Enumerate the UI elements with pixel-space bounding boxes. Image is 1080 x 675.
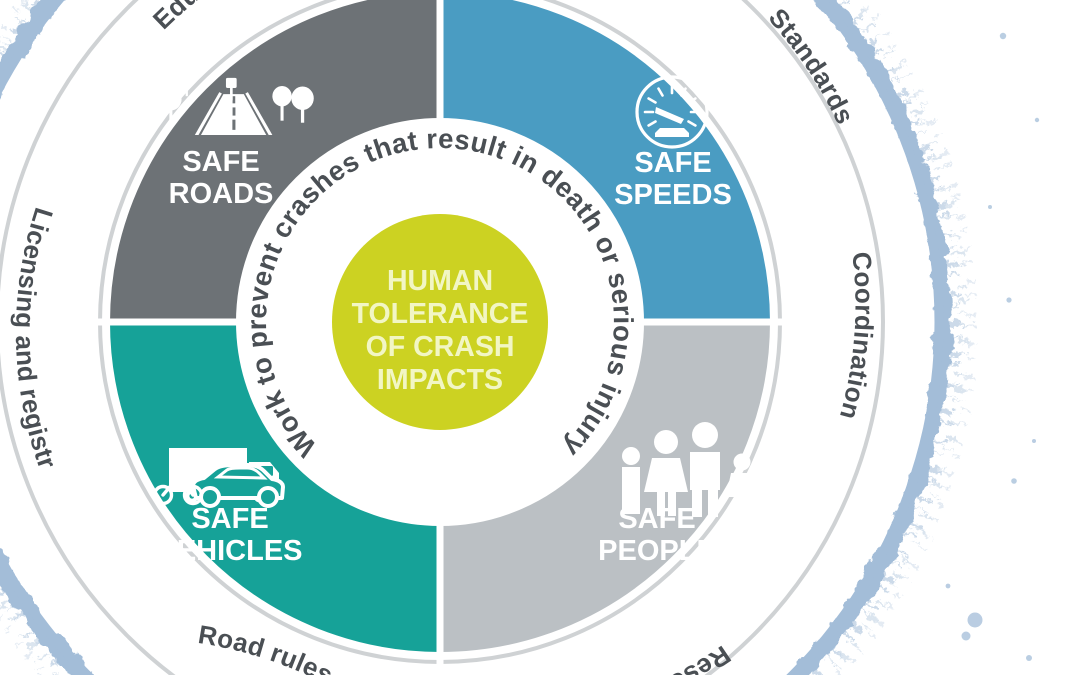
pillar-label-safe-people: SAFE PEOPLE (598, 503, 716, 567)
pillar-safe-people[interactable]: SAFE PEOPLE (598, 422, 758, 567)
safe-people-line-2: PEOPLE (598, 535, 716, 567)
pillar-label-safe-vehicles: SAFE VEHICLES (157, 503, 302, 567)
safe-people-line-1: SAFE (618, 503, 695, 535)
safe-vehicles-line-2: VEHICLES (157, 535, 302, 567)
pillar-label-safe-speeds: SAFE SPEEDS (614, 147, 732, 211)
safe-vehicles-line-1: SAFE (191, 503, 268, 535)
safe-speeds-line-1: SAFE (634, 147, 711, 179)
safe-roads-line-1: SAFE (182, 146, 259, 178)
speedometer-icon (635, 75, 709, 149)
brush-arc (0, 0, 1040, 675)
pillar-label-safe-roads: SAFE ROADS (169, 146, 274, 210)
thin-guide-ring-outer (0, 0, 885, 675)
center-circle[interactable] (332, 214, 548, 430)
vehicles-icon (152, 448, 285, 508)
pillar-safe-speeds[interactable]: SAFE SPEEDS (614, 75, 732, 211)
center-line-4: IMPACTS (377, 364, 503, 396)
center-line-1: HUMAN (387, 265, 493, 297)
center-line-2: TOLERANCE (352, 298, 529, 330)
brush-speckles (945, 32, 1040, 661)
road-icon (160, 73, 314, 135)
center-line-3: OF CRASH (366, 331, 515, 363)
pillar-safe-vehicles[interactable]: SAFE VEHICLES (152, 448, 303, 567)
pillar-safe-roads[interactable]: SAFE ROADS (160, 73, 314, 210)
center-label: HUMAN TOLERANCE OF CRASH IMPACTS (352, 265, 529, 396)
safe-roads-line-2: ROADS (169, 178, 274, 210)
family-icon (622, 422, 758, 517)
safe-speeds-line-2: SPEEDS (614, 179, 732, 211)
